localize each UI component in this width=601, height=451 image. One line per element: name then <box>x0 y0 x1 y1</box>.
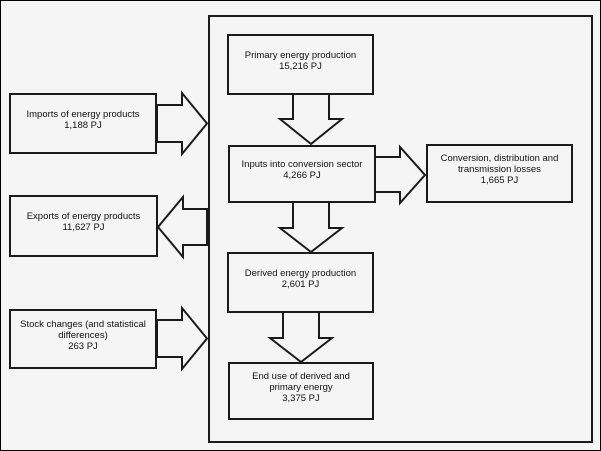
node-exports-label: Exports of energy products <box>26 211 141 222</box>
arrow-inputs-to-derived <box>277 201 345 254</box>
node-primary-production-value: 15,216 PJ <box>279 60 322 72</box>
node-derived-production: Derived energy production 2,601 PJ <box>227 252 374 313</box>
node-stock-changes: Stock changes (and statistical differenc… <box>9 309 157 369</box>
node-exports-value: 11,627 PJ <box>62 222 105 233</box>
node-stock-changes-value: 263 PJ <box>68 340 98 352</box>
node-conversion-inputs-label: Inputs into conversion sector <box>241 159 363 170</box>
node-conversion-inputs: Inputs into conversion sector 4,266 PJ <box>228 145 376 203</box>
conversion-system-boundary <box>208 15 593 443</box>
node-primary-production-label: Primary energy production <box>244 49 357 61</box>
node-imports-label: Imports of energy products <box>26 108 140 120</box>
node-conversion-inputs-value: 4,266 PJ <box>283 170 321 181</box>
node-derived-production-value: 2,601 PJ <box>281 278 320 290</box>
node-imports-value: 1,188 PJ <box>64 119 102 131</box>
node-conversion-losses: Conversion, distribution and transmissio… <box>426 144 573 203</box>
node-exports: Exports of energy products 11,627 PJ <box>9 195 158 257</box>
node-derived-production-label: Derived energy production <box>244 267 357 279</box>
node-stock-changes-label: Stock changes (and statistical differenc… <box>20 318 146 341</box>
node-primary-production: Primary energy production 15,216 PJ <box>227 34 374 95</box>
arrow-inputs-to-losses <box>374 144 427 206</box>
arrow-stock-to-system <box>156 305 209 372</box>
node-conversion-losses-value: 1,665 PJ <box>480 175 519 186</box>
node-end-use: End use of derived and primary energy 3,… <box>228 362 374 420</box>
node-imports: Imports of energy products 1,188 PJ <box>9 93 157 154</box>
node-end-use-label: End use of derived and primary energy <box>252 370 350 393</box>
node-conversion-losses-label: Conversion, distribution and transmissio… <box>440 153 559 175</box>
node-end-use-value: 3,375 PJ <box>282 392 320 404</box>
arrow-derived-to-enduse <box>267 311 335 364</box>
arrow-primary-to-inputs <box>277 93 345 146</box>
arrow-system-to-exports <box>156 194 208 260</box>
arrow-imports-to-system <box>156 90 209 157</box>
